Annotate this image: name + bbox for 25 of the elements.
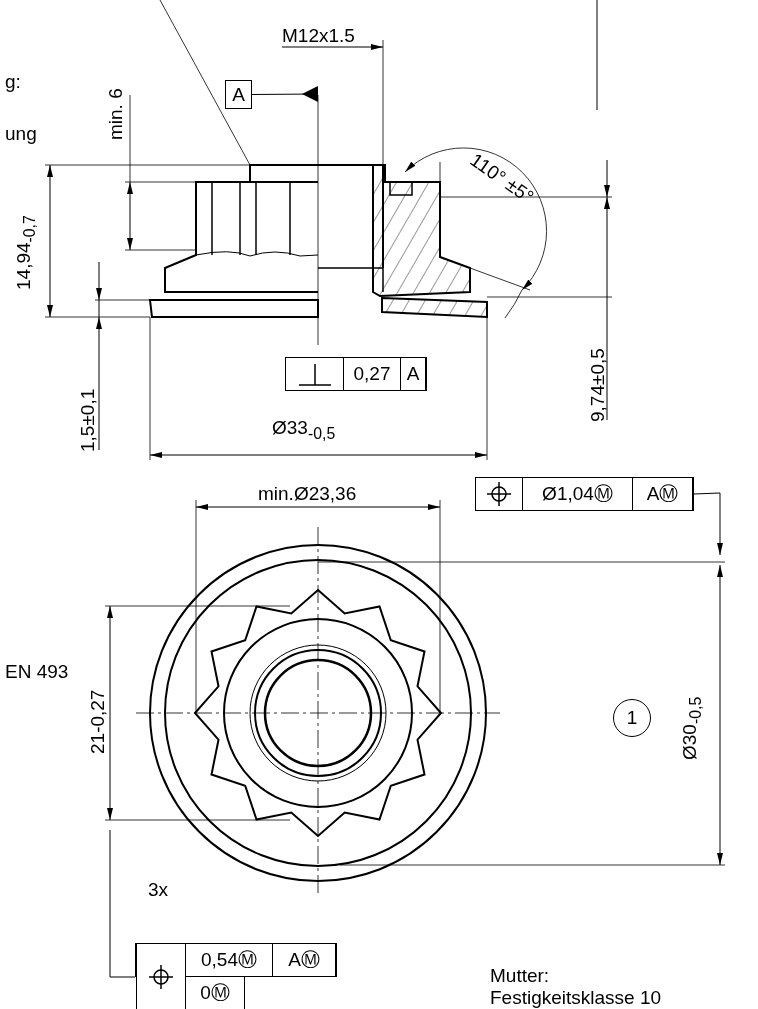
dimension-text: Ø33$_{-0,5}$ xyxy=(272,418,336,442)
datum-leader xyxy=(251,86,319,102)
thread-label: M12x1.5 xyxy=(282,26,355,45)
note-text: Festigkeitsklasse 10 xyxy=(490,988,662,1007)
note-text: ung xyxy=(5,124,37,143)
dimension-text: min.Ø23,36 xyxy=(258,484,357,503)
tolerance-value: Ø1,04Ⓜ xyxy=(523,478,633,510)
tolerance-value: 0,54Ⓜ xyxy=(186,944,273,976)
note-text: g: xyxy=(5,72,21,91)
leader-line xyxy=(693,492,723,556)
angle-text: 110° ±5° xyxy=(467,150,537,207)
dimension-text: 1,5±0,1 xyxy=(78,388,97,452)
leader-line xyxy=(109,829,136,978)
tolerance-value: 0,27 xyxy=(344,358,401,390)
datum-reference: AⓂ xyxy=(273,944,336,976)
standard-label: EN 493 xyxy=(5,662,69,681)
datum-reference: AⓂ xyxy=(633,478,693,510)
note-text: 3x xyxy=(148,880,169,899)
dimension-text: 9,74±0,5 xyxy=(588,348,607,422)
callout-number: 1 xyxy=(613,699,651,737)
datum-reference: A xyxy=(401,358,426,390)
dimension-text: 21-0,27 xyxy=(88,689,107,754)
dimension-text: min. 6 xyxy=(106,88,125,140)
datum-label: A xyxy=(225,80,252,109)
note-text: Mutter: xyxy=(490,966,550,985)
